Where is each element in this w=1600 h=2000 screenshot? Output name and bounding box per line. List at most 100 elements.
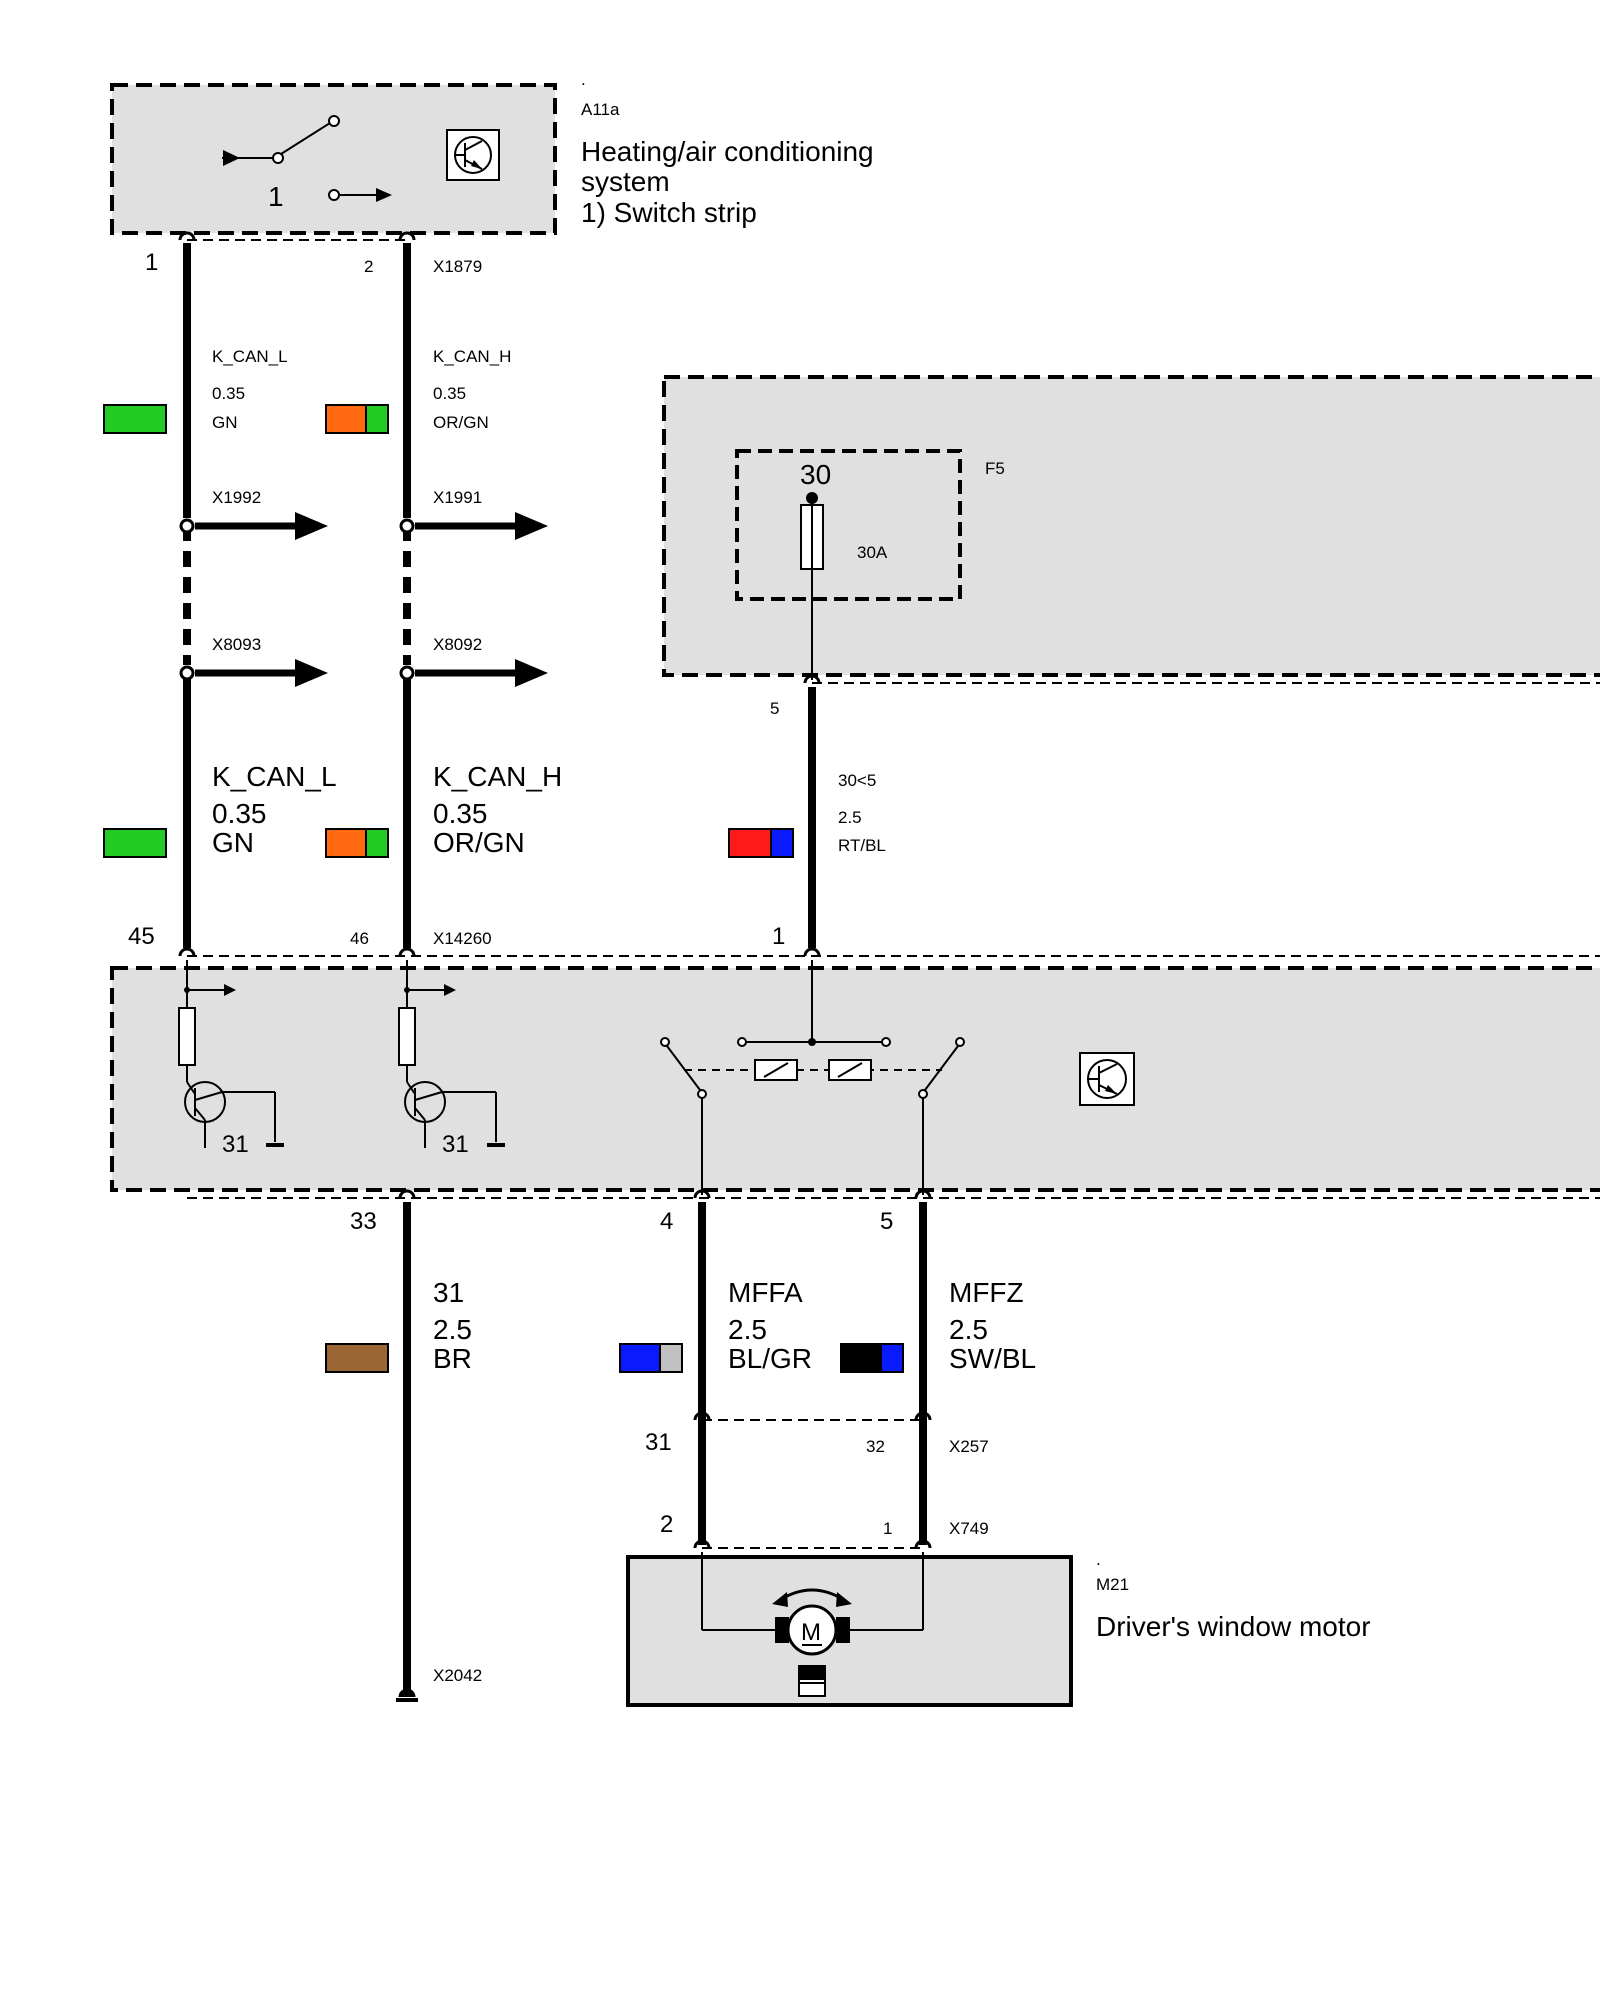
resistor-left xyxy=(178,1007,196,1066)
mffa-gauge: 2.5 xyxy=(728,1314,767,1345)
f5-wire-color: RT/BL xyxy=(838,836,886,855)
a11a-pin-1: 1 xyxy=(145,249,158,276)
pin-5: 5 xyxy=(880,1208,893,1235)
swatch-sw-mffz xyxy=(840,1343,884,1373)
upper-left-gauge: 0.35 xyxy=(212,384,245,403)
connector-x257: 31 32 X257 xyxy=(645,1411,989,1456)
ground-label-right: 31 xyxy=(442,1131,469,1158)
a11a-title-line1: Heating/air conditioning xyxy=(581,136,874,167)
m21-title: Driver's window motor xyxy=(1096,1611,1371,1642)
f5-code: F5 xyxy=(985,459,1005,478)
connector-x1879: 1 2 X1879 xyxy=(145,231,482,276)
swatch-or-lower xyxy=(325,828,369,858)
window-relay-pair xyxy=(660,960,965,1195)
upper-right-signal: K_CAN_H xyxy=(433,347,511,366)
swatch-bl-mffz xyxy=(880,1343,904,1373)
upper-left-color: GN xyxy=(212,413,238,432)
upper-left-wire-label: K_CAN_L 0.35 GN xyxy=(103,347,288,434)
a11a-dot: . xyxy=(581,70,586,89)
lower-right-gauge: 0.35 xyxy=(433,798,488,829)
splice-x1992: X1992 xyxy=(179,488,328,540)
swatch-br xyxy=(325,1343,389,1373)
a11a-module: 1 . A11a Heating/air conditioning system… xyxy=(110,70,874,235)
f5-rating: 30A xyxy=(857,543,888,562)
x1991-label: X1991 xyxy=(433,488,482,507)
x749-label: X749 xyxy=(949,1519,989,1538)
ground-signal: 31 xyxy=(433,1277,464,1308)
swatch-gn-upper xyxy=(103,404,167,434)
swatch-gn-upper-right xyxy=(365,404,389,434)
power-wire-30-5: 30<5 2.5 RT/BL xyxy=(728,687,886,948)
lower-left-gauge: 0.35 xyxy=(212,798,267,829)
f5-wire-gauge: 2.5 xyxy=(838,808,862,827)
x2042-label: X2042 xyxy=(433,1666,482,1685)
x14260-label: X14260 xyxy=(433,929,492,948)
m21-dot: . xyxy=(1096,1550,1101,1569)
swatch-gn-lower xyxy=(103,828,167,858)
swatch-or-upper xyxy=(325,404,369,434)
ground-label-left: 31 xyxy=(222,1131,249,1158)
x14260-pin-1: 1 xyxy=(772,923,785,950)
splice-x8093: X8093 xyxy=(179,635,328,687)
upper-right-gauge: 0.35 xyxy=(433,384,466,403)
ground-wire-31: 31 2.5 BR X2042 xyxy=(325,1202,482,1702)
x14260-pin-46: 46 xyxy=(350,929,369,948)
lower-left-color: GN xyxy=(212,827,254,858)
lower-left-signal: K_CAN_L xyxy=(212,761,337,792)
mffz-gauge: 2.5 xyxy=(949,1314,988,1345)
electronic-module-icon xyxy=(446,129,500,181)
connector-x14260: 45 46 X14260 1 xyxy=(128,923,1600,957)
fuse-carrier: 30 30A F5 5 xyxy=(662,375,1600,718)
x8092-label: X8092 xyxy=(433,635,482,654)
mffa-signal: MFFA xyxy=(728,1277,803,1308)
x1992-label: X1992 xyxy=(212,488,261,507)
m21-code: M21 xyxy=(1096,1575,1129,1594)
motor-symbol xyxy=(786,1604,838,1656)
upper-left-signal: K_CAN_L xyxy=(212,347,288,366)
motor-letter: M xyxy=(801,1619,821,1646)
a11a-title-line2: system xyxy=(581,166,670,197)
switch-strip-symbol: 1 xyxy=(222,115,392,212)
x257-label: X257 xyxy=(949,1437,989,1456)
x749-pin-2: 2 xyxy=(660,1511,673,1538)
switch-strip-label: 1 xyxy=(268,181,284,212)
mffz-wire: MFFZ 2.5 SW/BL xyxy=(840,1202,1036,1545)
swatch-gn-lower-right xyxy=(365,828,389,858)
lower-right-wire-label: K_CAN_H 0.35 OR/GN xyxy=(325,761,562,858)
pin-33: 33 xyxy=(350,1208,377,1235)
pin-4: 4 xyxy=(660,1208,673,1235)
can-h-transceiver: 31 xyxy=(398,960,505,1158)
a11a-code: A11a xyxy=(581,100,620,119)
x1879-label: X1879 xyxy=(433,257,482,276)
x257-pin-31: 31 xyxy=(645,1429,672,1456)
splice-x8092: X8092 xyxy=(399,635,548,687)
a11a-pin-2: 2 xyxy=(364,257,373,276)
x8093-label: X8093 xyxy=(212,635,261,654)
swatch-rt xyxy=(728,828,774,858)
f5-wire-signal: 30<5 xyxy=(838,771,876,790)
mffa-color: BL/GR xyxy=(728,1343,812,1374)
upper-right-wire-label: K_CAN_H 0.35 OR/GN xyxy=(325,347,511,434)
can-l-transceiver: 31 xyxy=(178,960,284,1158)
window-control-module: 31 31 xyxy=(110,960,1600,1199)
lower-left-wire-label: K_CAN_L 0.35 GN xyxy=(103,761,337,858)
x14260-pin-45: 45 xyxy=(128,923,155,950)
x749-pin-1: 1 xyxy=(883,1519,892,1538)
mffz-color: SW/BL xyxy=(949,1343,1036,1374)
upper-right-color: OR/GN xyxy=(433,413,489,432)
control-unit-module-icon xyxy=(1079,1052,1135,1106)
x257-pin-32: 32 xyxy=(866,1437,885,1456)
m21-window-motor: M . M21 Driver's window motor xyxy=(626,1550,1371,1707)
lower-right-color: OR/GN xyxy=(433,827,525,858)
f5-out-pin: 5 xyxy=(770,699,779,718)
connector-x749: 2 1 X749 xyxy=(660,1511,989,1549)
lower-right-signal: K_CAN_H xyxy=(433,761,562,792)
ground-gauge: 2.5 xyxy=(433,1314,472,1345)
mffa-wire: MFFA 2.5 BL/GR xyxy=(619,1202,812,1545)
a11a-note: 1) Switch strip xyxy=(581,197,757,228)
swatch-bl xyxy=(770,828,794,858)
swatch-bl-mffa xyxy=(619,1343,663,1373)
swatch-gr-mffa xyxy=(659,1343,683,1373)
